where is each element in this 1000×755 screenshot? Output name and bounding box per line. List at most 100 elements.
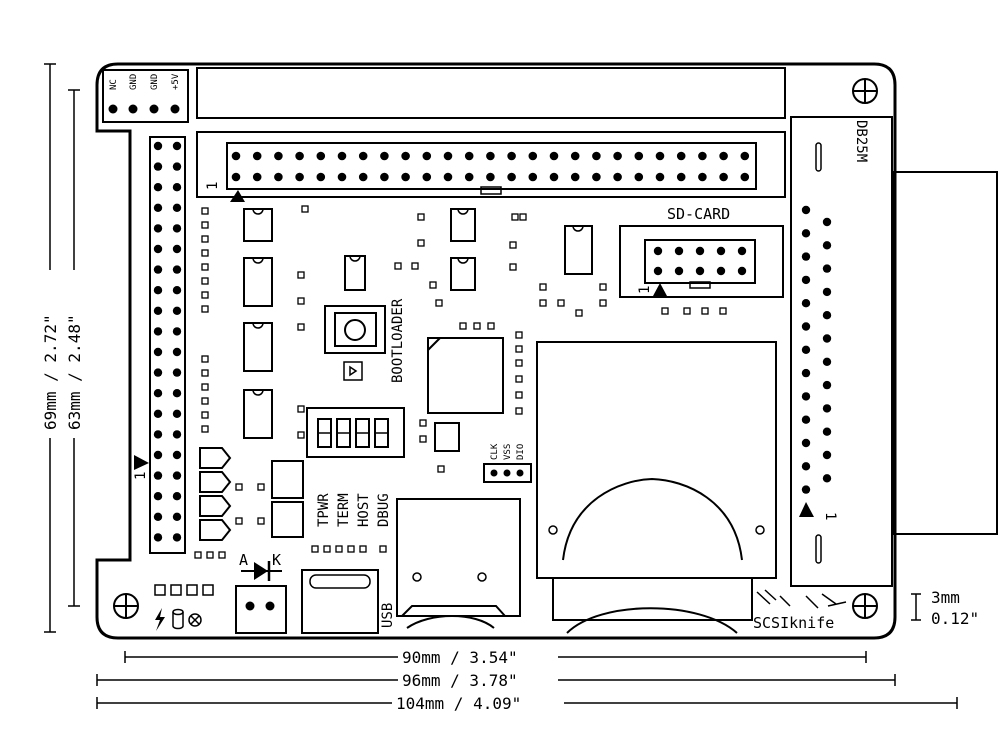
sd-card-outline <box>619 225 784 298</box>
pin <box>801 438 811 448</box>
pad <box>419 435 427 443</box>
pin <box>613 172 622 182</box>
seven-segment-display <box>306 407 405 458</box>
dimension-width-holes: 90mm / 3.54" <box>124 648 867 667</box>
pin <box>801 345 811 354</box>
pin <box>822 404 832 413</box>
pad <box>347 545 355 553</box>
pin <box>528 172 538 182</box>
sd-card-key <box>689 281 711 289</box>
pin <box>153 512 163 521</box>
pin <box>822 357 832 366</box>
pin <box>634 172 644 182</box>
gpio-header-outline <box>149 136 186 554</box>
pad <box>435 299 443 307</box>
pin <box>507 151 516 161</box>
pin <box>401 151 410 161</box>
pin <box>252 151 262 161</box>
pin <box>549 151 559 161</box>
pin1-label: 1 <box>205 182 221 190</box>
pad <box>335 545 343 553</box>
debug-header: CLK VSS DIO <box>483 443 532 483</box>
pin <box>337 172 347 182</box>
pin1-label: 1 <box>133 472 149 480</box>
power-terminal <box>235 585 287 634</box>
pin <box>153 347 163 357</box>
pin <box>380 172 389 182</box>
diode-anode-label: A <box>239 551 248 569</box>
usb-label: USB <box>380 603 396 628</box>
pin <box>486 151 495 161</box>
scsi-header-shroud <box>226 142 757 190</box>
pin <box>172 141 182 151</box>
pin <box>316 151 326 161</box>
pad <box>201 291 209 299</box>
pin <box>822 380 832 390</box>
pin <box>380 151 389 161</box>
pin <box>172 450 182 460</box>
pin <box>172 306 182 315</box>
pin <box>443 172 453 182</box>
pad <box>419 419 427 427</box>
pin <box>172 327 182 336</box>
pin <box>172 533 182 542</box>
ic-chips <box>243 208 593 452</box>
pin <box>698 151 707 161</box>
pin <box>822 450 832 460</box>
pad <box>599 299 607 307</box>
close-icon <box>188 613 202 627</box>
pin <box>153 327 163 336</box>
pin <box>801 322 811 331</box>
pad <box>683 307 691 315</box>
pad <box>201 263 209 271</box>
pad <box>359 545 367 553</box>
pin1-label: 1 <box>822 512 838 520</box>
pin <box>153 286 163 295</box>
status-label: TERM <box>336 493 352 527</box>
db25-label: DB25M <box>853 120 869 162</box>
dimension-label: 96mm / 3.78" <box>402 671 518 690</box>
power-pin-label: GND <box>129 74 139 90</box>
pad <box>235 517 243 525</box>
pin <box>464 172 474 182</box>
pad <box>297 405 305 413</box>
db25-shell <box>892 171 998 535</box>
smd-pads <box>194 205 727 559</box>
led-indicators <box>154 584 214 596</box>
scsi-header-outline <box>196 131 786 198</box>
pad <box>509 263 517 271</box>
status-label: TPWR <box>316 493 332 527</box>
usb-c-port <box>301 569 379 634</box>
pin <box>153 450 163 460</box>
pin <box>634 151 644 161</box>
pin <box>153 389 163 398</box>
pad <box>487 322 495 330</box>
pin <box>507 172 516 182</box>
pin <box>358 172 368 182</box>
pad <box>194 551 202 559</box>
sd-card-label: SD-CARD <box>667 205 730 223</box>
sd-card-pins <box>653 246 747 276</box>
pin <box>570 172 580 182</box>
pin <box>822 311 832 320</box>
pin <box>822 334 832 343</box>
dimension-thickness: 3mm 0.12" <box>911 588 979 628</box>
pad <box>201 235 209 243</box>
pin1-label: 1 <box>637 286 653 294</box>
pin <box>231 151 241 161</box>
pad <box>206 551 214 559</box>
pin <box>443 151 453 161</box>
led-parts <box>199 447 232 541</box>
pad <box>201 207 209 215</box>
pad <box>511 213 519 221</box>
pad <box>201 249 209 257</box>
pin <box>295 172 304 182</box>
pad <box>257 517 265 525</box>
dimension-label: 69mm / 2.72" <box>41 314 60 430</box>
pin <box>653 266 663 276</box>
sd-card-shroud <box>644 239 756 284</box>
pin <box>801 205 811 215</box>
pin <box>822 217 832 227</box>
power-pin-label: +5V <box>171 73 181 90</box>
pad <box>509 241 517 249</box>
